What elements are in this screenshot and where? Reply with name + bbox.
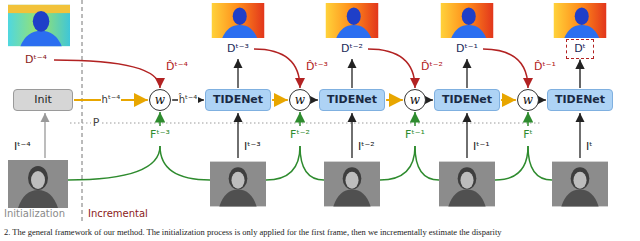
input-arrow xyxy=(351,113,352,158)
network-box: TIDENet xyxy=(547,89,613,111)
edge-label: ĥᵗ⁻⁴ xyxy=(178,94,199,106)
network-box: TIDENet xyxy=(434,89,500,111)
frame-label: Iᵗ xyxy=(586,140,593,153)
node-text: TIDENet xyxy=(213,93,263,106)
flow-label: Fᵗ xyxy=(523,128,533,141)
node-text: w xyxy=(155,93,165,107)
weight-circle: w xyxy=(149,89,171,111)
flow-label: Fᵗ⁻² xyxy=(290,128,310,141)
node-text: Init xyxy=(34,93,52,106)
depth-label: Dᵗ⁻³ xyxy=(227,42,249,55)
input-frame xyxy=(210,162,266,207)
node-text: TIDENet xyxy=(555,93,605,106)
input-frame xyxy=(439,162,495,207)
flow-curve xyxy=(160,146,210,180)
pose-line xyxy=(70,123,540,124)
pose-label: P xyxy=(91,116,102,129)
depth-map xyxy=(554,3,607,38)
depth-feed xyxy=(54,60,160,88)
input-frame xyxy=(324,162,380,207)
connector xyxy=(540,99,546,100)
depth-map xyxy=(326,3,379,38)
flow-curve xyxy=(380,146,415,180)
output-arrow xyxy=(351,59,352,88)
frame-label: Iᵗ⁻³ xyxy=(244,140,261,153)
warped-depth-label: D̂ᵗ⁻⁴ xyxy=(166,60,188,73)
flow-arrow xyxy=(414,112,416,126)
depth-map xyxy=(441,3,494,38)
node-text: Dᵗ xyxy=(574,42,586,55)
node-text: w xyxy=(523,93,533,107)
depth-feed xyxy=(483,49,528,88)
input-frame xyxy=(8,160,68,208)
output-arrow xyxy=(237,59,238,88)
weight-circle: w xyxy=(404,89,426,111)
depth-map xyxy=(212,3,265,38)
flow-label: Fᵗ⁻¹ xyxy=(405,128,425,141)
output-box: Dᵗ xyxy=(566,39,594,58)
flow-curve xyxy=(528,146,552,180)
depth-label: Dᵗ⁻⁴ xyxy=(25,53,47,66)
frame-label: Iᵗ⁻⁴ xyxy=(14,140,31,153)
depth-label: Dᵗ⁻¹ xyxy=(456,42,478,55)
flow-arrow xyxy=(527,112,529,126)
stage-label: Incremental xyxy=(88,208,148,220)
flow-arrow xyxy=(159,112,161,126)
node-text: TIDENet xyxy=(442,93,492,106)
separator-line xyxy=(82,0,83,224)
connector xyxy=(501,99,516,101)
warped-depth-label: D̂ᵗ⁻² xyxy=(421,60,443,73)
flow-curve xyxy=(68,146,160,180)
depth-map xyxy=(8,5,70,46)
flow-label: Fᵗ⁻³ xyxy=(150,128,170,141)
input-arrow xyxy=(466,113,467,158)
stage-label: Initialization xyxy=(4,208,65,220)
depth-label: Dᵗ⁻² xyxy=(341,42,363,55)
depth-feed xyxy=(368,49,415,88)
weight-circle: w xyxy=(517,89,539,111)
edge-label: hᵗ⁻⁴ xyxy=(101,94,122,106)
output-arrow xyxy=(466,59,467,88)
frame-label: Iᵗ⁻¹ xyxy=(473,140,490,153)
connector xyxy=(312,99,318,100)
network-box: TIDENet xyxy=(319,89,385,111)
input-arrow xyxy=(44,113,45,158)
warped-depth-label: D̂ᵗ⁻¹ xyxy=(534,60,556,73)
warped-depth-label: D̂ᵗ⁻³ xyxy=(306,60,328,73)
connector xyxy=(427,99,433,100)
connector xyxy=(386,99,403,101)
input-arrow xyxy=(579,113,580,158)
flow-curve xyxy=(415,146,439,180)
init-box: Init xyxy=(13,89,73,111)
figure-caption: 2. The general framework of our method. … xyxy=(4,227,502,237)
connector xyxy=(579,60,580,88)
flow-curve xyxy=(300,146,324,180)
flow-arrow xyxy=(299,112,301,126)
node-text: TIDENet xyxy=(327,93,377,106)
weight-circle: w xyxy=(289,89,311,111)
network-box: TIDENet xyxy=(205,89,271,111)
input-frame xyxy=(552,162,608,207)
node-text: w xyxy=(410,93,420,107)
input-arrow xyxy=(237,113,238,158)
frame-label: Iᵗ⁻² xyxy=(358,140,375,153)
node-text: w xyxy=(295,93,305,107)
depth-feed xyxy=(254,49,300,88)
flow-curve xyxy=(495,146,528,180)
flow-curve xyxy=(266,146,300,180)
connector xyxy=(272,99,288,101)
